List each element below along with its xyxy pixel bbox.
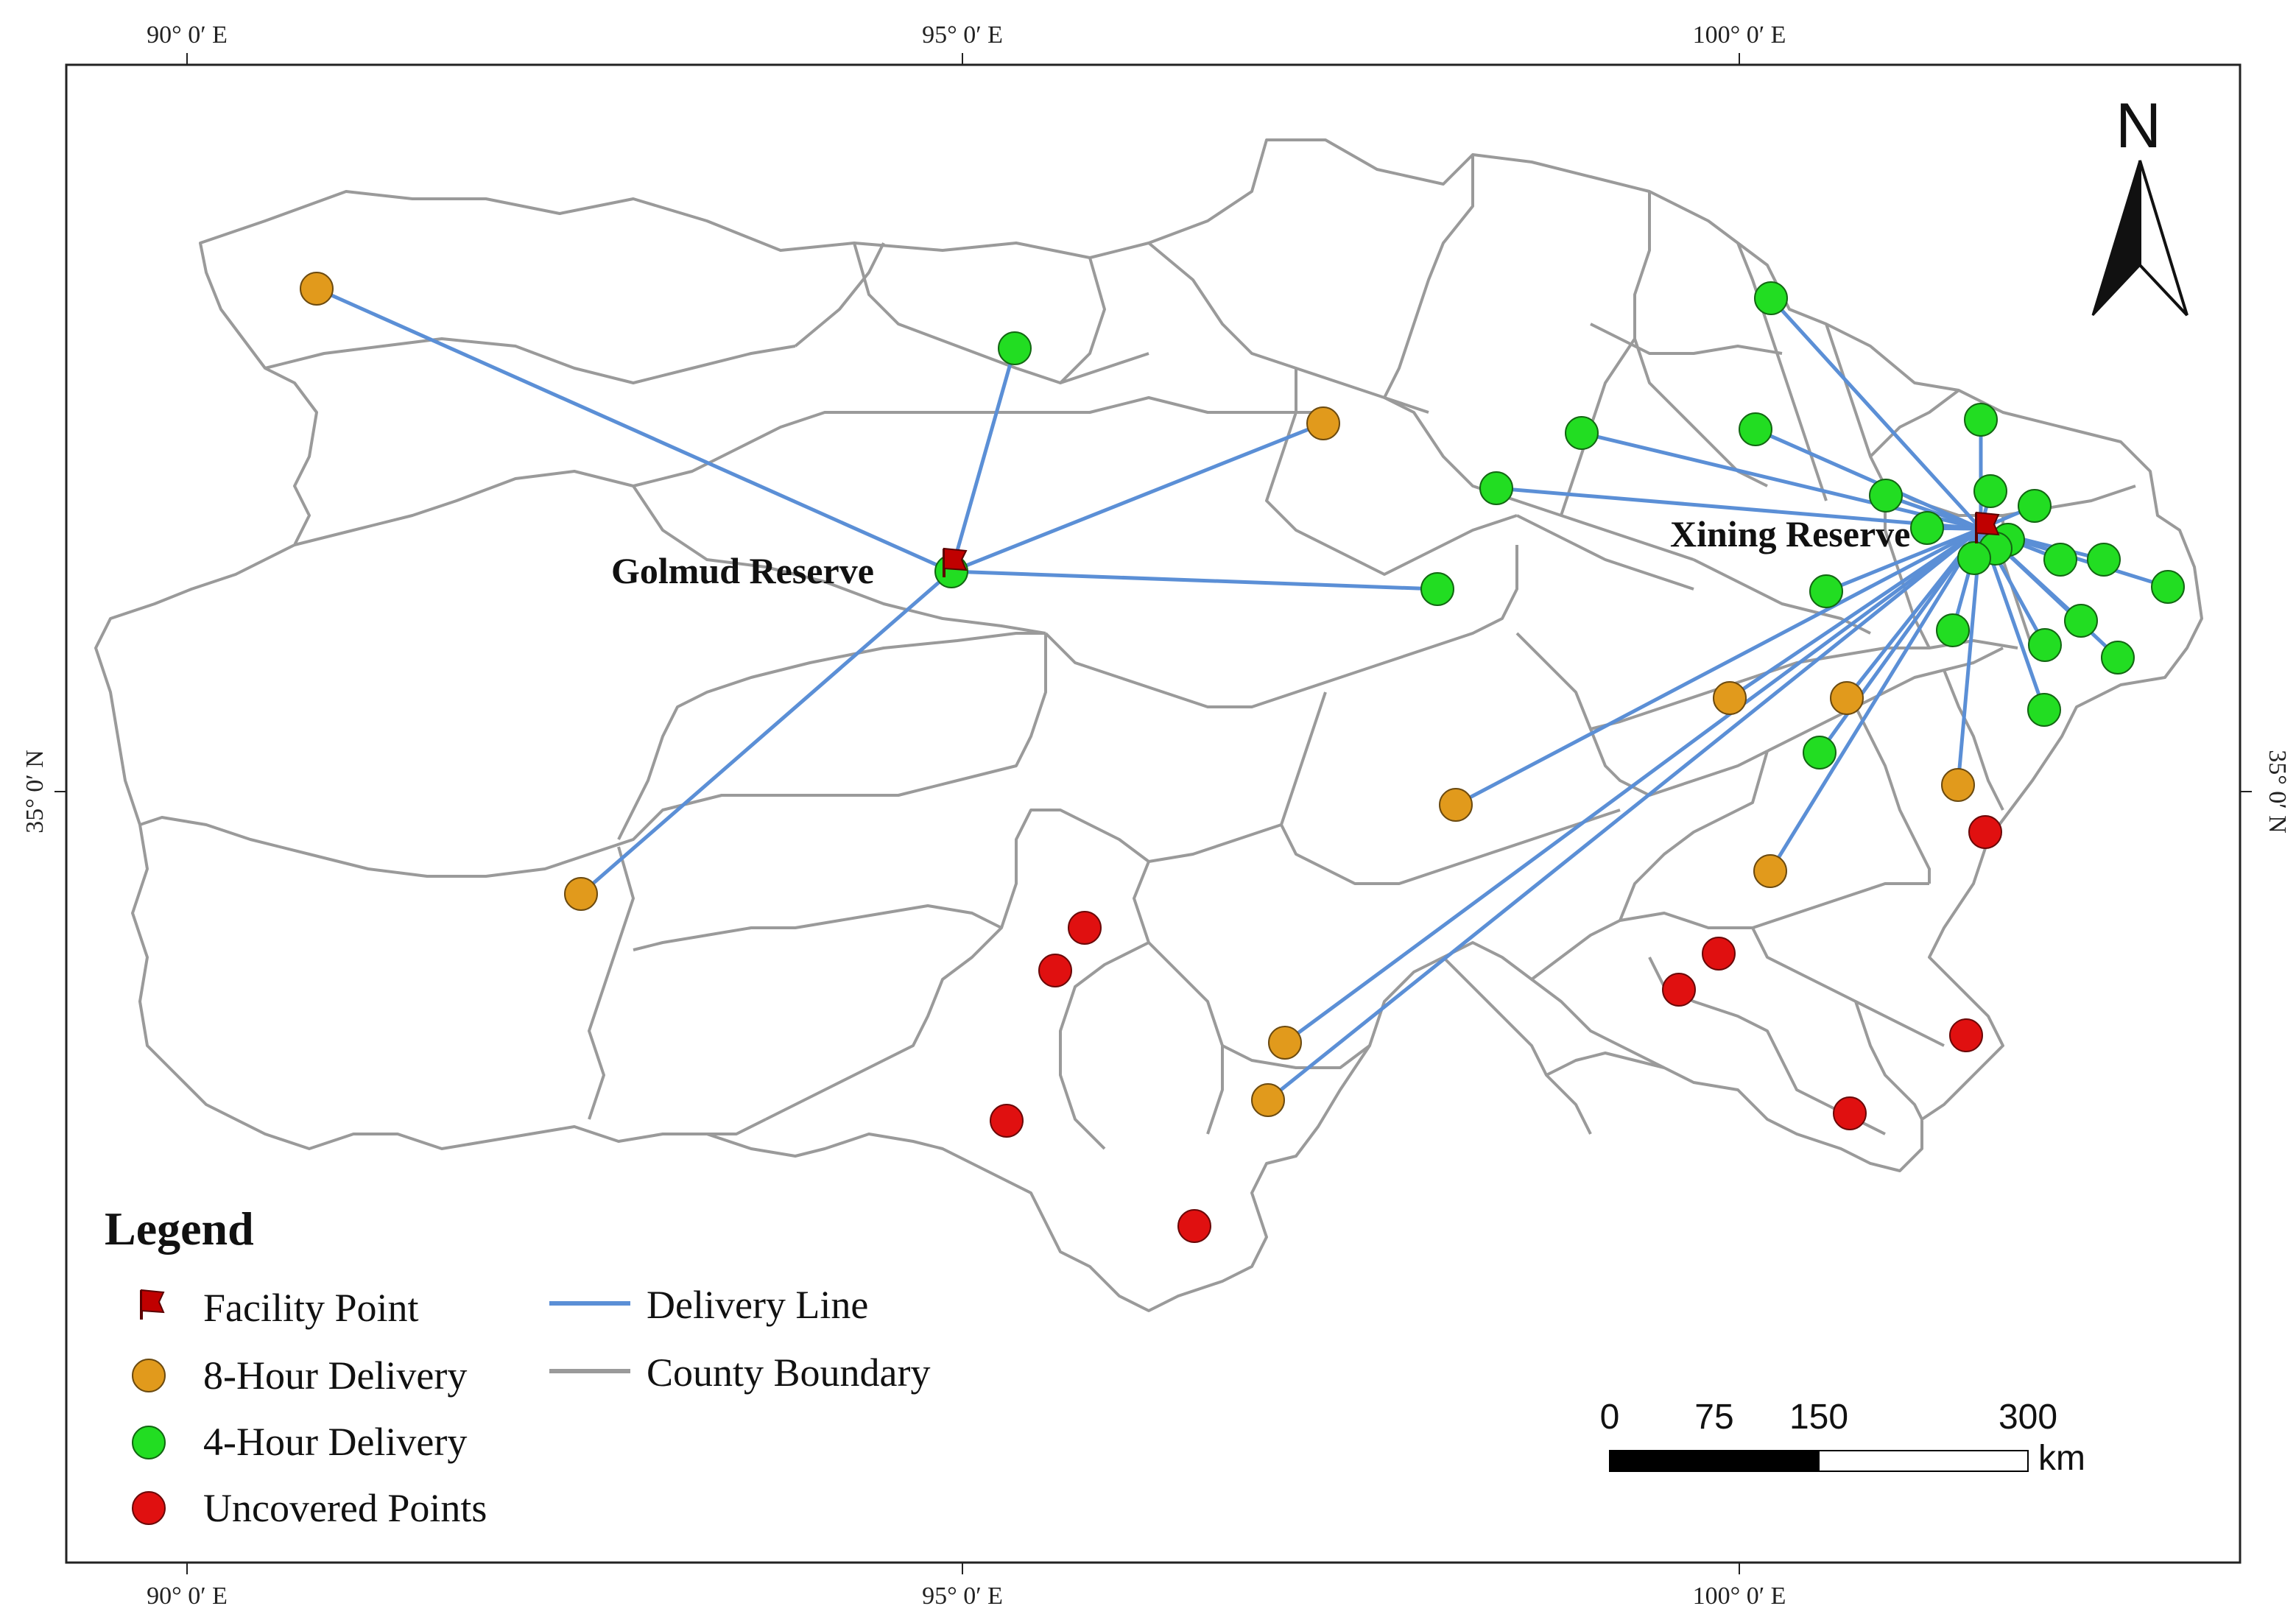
four-hour-point[interactable] <box>1803 736 1837 770</box>
eight-hour-point[interactable] <box>1306 406 1340 440</box>
legend-label-uncovered: Uncovered Points <box>203 1486 487 1530</box>
four-hour-point[interactable] <box>2101 641 2135 675</box>
top-lon-label-100: 100° 0′ E <box>1693 21 1786 49</box>
legend-label-four-hour: 4-Hour Delivery <box>203 1420 467 1464</box>
orange-circle-icon <box>132 1359 166 1392</box>
four-hour-point[interactable] <box>1936 613 1970 647</box>
top-lon-label-90: 90° 0′ E <box>147 21 228 49</box>
four-hour-point[interactable] <box>1869 479 1903 513</box>
left-lat-label: 35° 0′ N <box>21 750 49 834</box>
map-frame <box>65 63 2242 1564</box>
north-label: N <box>2116 91 2161 161</box>
eight-hour-point[interactable] <box>1941 768 1975 802</box>
eight-hour-point[interactable] <box>1268 1026 1302 1060</box>
uncovered-point[interactable] <box>1068 911 1102 945</box>
eight-hour-point[interactable] <box>1830 681 1864 715</box>
graticule-ticks <box>54 53 2252 1574</box>
uncovered-point[interactable] <box>1833 1096 1867 1130</box>
four-hour-point[interactable] <box>1910 511 1944 545</box>
scale-bar: 0 75 150 300 km <box>1600 1398 2085 1478</box>
four-hour-point[interactable] <box>2028 628 2062 662</box>
four-hour-point[interactable] <box>1957 541 1991 575</box>
legend-title: Legend <box>105 1202 254 1255</box>
legend-item-delivery-line: Delivery Line <box>549 1283 868 1327</box>
four-hour-point[interactable] <box>1479 471 1513 505</box>
uncovered-point[interactable] <box>990 1104 1024 1138</box>
eight-hour-point[interactable] <box>300 272 334 306</box>
four-hour-point[interactable] <box>2151 570 2185 604</box>
golmud-reserve-label: Golmud Reserve <box>611 550 874 591</box>
four-hour-point[interactable] <box>1964 403 1998 437</box>
legend: Legend Facility Point 8-Hour Delivery 4-… <box>105 1202 931 1530</box>
four-hour-point[interactable] <box>1420 572 1454 606</box>
bottom-lon-label-90: 90° 0′ E <box>147 1582 228 1610</box>
four-hour-point[interactable] <box>2043 543 2077 577</box>
uncovered-point[interactable] <box>1177 1209 1211 1243</box>
xining-reserve-label: Xining Reserve <box>1670 513 1910 554</box>
green-circle-icon <box>132 1426 166 1459</box>
flag-icon <box>140 1289 165 1320</box>
uncovered-point[interactable] <box>1968 815 2002 849</box>
four-hour-point[interactable] <box>1973 474 2007 508</box>
uncovered-point[interactable] <box>1662 973 1696 1007</box>
scale-unit: km <box>2038 1439 2085 1478</box>
north-arrow-icon: N <box>2091 91 2188 317</box>
uncovered-point[interactable] <box>1949 1018 1983 1052</box>
legend-item-eight-hour: 8-Hour Delivery <box>132 1353 467 1398</box>
eight-hour-point[interactable] <box>1753 854 1787 888</box>
legend-label-delivery-line: Delivery Line <box>647 1283 868 1327</box>
four-hour-point[interactable] <box>2027 693 2061 727</box>
legend-item-uncovered: Uncovered Points <box>132 1486 487 1530</box>
scale-tick-150: 150 <box>1789 1398 1848 1437</box>
xining-facility-flag-icon[interactable] <box>1975 511 2000 543</box>
bottom-lon-label-95: 95° 0′ E <box>922 1582 1003 1610</box>
legend-item-four-hour: 4-Hour Delivery <box>132 1420 467 1464</box>
county-boundaries <box>94 138 2203 1312</box>
eight-hour-point[interactable] <box>1713 681 1747 715</box>
legend-label-facility: Facility Point <box>203 1286 419 1330</box>
eight-hour-point[interactable] <box>1439 788 1473 822</box>
scale-tick-0: 0 <box>1600 1398 1620 1437</box>
four-hour-point[interactable] <box>2064 604 2098 638</box>
golmud-facility-flag-icon[interactable] <box>943 547 968 577</box>
top-lon-label-95: 95° 0′ E <box>922 21 1003 49</box>
legend-label-eight-hour: 8-Hour Delivery <box>203 1353 467 1398</box>
uncovered-point[interactable] <box>1038 954 1072 987</box>
four-hour-point[interactable] <box>1809 574 1843 608</box>
four-hour-points <box>934 281 2185 770</box>
eight-hour-point[interactable] <box>564 877 598 911</box>
scale-tick-75: 75 <box>1694 1398 1733 1437</box>
four-hour-point[interactable] <box>998 331 1032 365</box>
bottom-lon-label-100: 100° 0′ E <box>1693 1582 1786 1610</box>
uncovered-point[interactable] <box>1702 937 1736 971</box>
eight-hour-point[interactable] <box>1251 1083 1285 1117</box>
scale-tick-300: 300 <box>1999 1398 2057 1437</box>
eight-hour-points <box>300 272 1975 1117</box>
four-hour-point[interactable] <box>1565 416 1599 450</box>
four-hour-point[interactable] <box>2018 489 2052 523</box>
red-circle-icon <box>132 1491 166 1525</box>
uncovered-points <box>990 815 2002 1243</box>
right-lat-label: 35° 0′ N <box>2264 750 2291 834</box>
legend-item-facility: Facility Point <box>140 1286 419 1330</box>
four-hour-point[interactable] <box>1754 281 1788 315</box>
legend-label-county-boundary: County Boundary <box>647 1350 931 1395</box>
four-hour-point[interactable] <box>1739 412 1772 446</box>
legend-item-county-boundary: County Boundary <box>549 1350 931 1395</box>
four-hour-point[interactable] <box>2087 543 2121 577</box>
